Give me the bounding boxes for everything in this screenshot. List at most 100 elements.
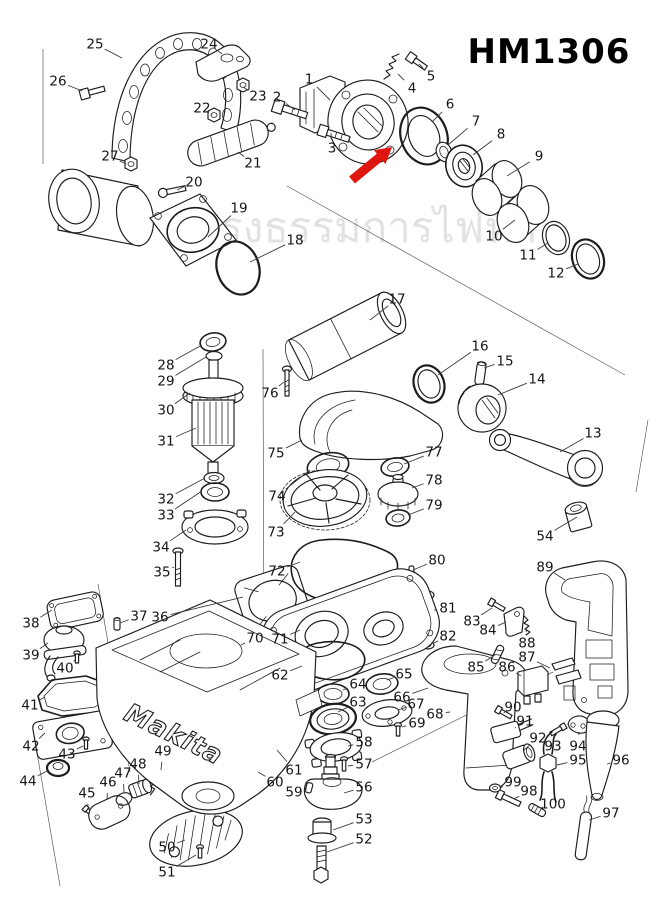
part-label-95: 95 (569, 753, 586, 769)
part-52-bolt (313, 845, 329, 884)
part-66-handle-arm (421, 645, 527, 791)
leader-line-51 (176, 854, 197, 867)
part-label-31: 31 (157, 434, 174, 450)
part-79-bearing (385, 509, 411, 527)
model-title: HM1306 (468, 32, 631, 72)
part-label-47: 47 (114, 766, 131, 782)
part-57-screw (339, 756, 349, 772)
leader-line-59 (304, 788, 308, 790)
part-label-89: 89 (536, 560, 553, 576)
part-53-bushing (307, 817, 337, 844)
part-54-bushing (564, 501, 593, 533)
part-91-connector (490, 718, 534, 744)
part-39-oil-pump (43, 625, 87, 682)
leader-line-40 (73, 659, 76, 662)
part-label-1: 1 (305, 72, 314, 88)
part-12-ring (570, 238, 606, 280)
part-22-nut (207, 107, 221, 123)
leader-line-4 (397, 73, 405, 81)
part-label-27: 27 (101, 149, 118, 165)
part-label-98: 98 (520, 784, 537, 800)
part-90-screw (493, 704, 513, 720)
leader-line-89 (553, 572, 566, 581)
part-label-63: 63 (349, 695, 366, 711)
part-label-6: 6 (446, 97, 455, 113)
part-label-72: 72 (268, 564, 285, 580)
part-9-sleeve (471, 160, 523, 216)
part-label-94: 94 (569, 739, 586, 755)
leader-line-69 (401, 725, 407, 728)
leader-line-90 (503, 711, 506, 714)
part-label-33: 33 (157, 508, 174, 524)
part-64-bearing (316, 683, 350, 705)
part-83-screw (487, 597, 506, 612)
part-75-crank-cover (298, 390, 444, 461)
leader-line-83 (480, 607, 493, 616)
part-6-ring (399, 106, 449, 166)
part-29-ring (205, 350, 223, 362)
leader-line-25 (104, 48, 123, 59)
part-34-bearing-retainer (181, 509, 249, 545)
part-89-rear-handle (545, 560, 629, 717)
leader-line-49 (160, 761, 163, 771)
part-label-12: 12 (547, 266, 564, 282)
part-97-cord (574, 795, 593, 861)
part-label-76: 76 (261, 386, 278, 402)
part-label-32: 32 (157, 492, 174, 508)
part-8-spindle (444, 144, 484, 188)
part-label-87: 87 (518, 650, 535, 666)
part-label-86: 86 (498, 660, 515, 676)
part-19-front-barrel (48, 168, 237, 267)
part-label-64: 64 (349, 677, 366, 693)
leader-line-84 (497, 621, 507, 626)
part-label-92: 92 (529, 731, 546, 747)
leader-line-70 (240, 642, 246, 646)
leader-line-33 (174, 490, 203, 510)
part-59-key (304, 782, 314, 794)
part-label-30: 30 (157, 403, 174, 419)
part-10-sleeve (496, 185, 550, 243)
part-24-bracket (195, 44, 251, 82)
part-label-5: 5 (427, 69, 436, 85)
leader-line-57 (347, 764, 354, 767)
part-label-88: 88 (518, 636, 535, 652)
part-88-spring (523, 615, 531, 636)
part-35-screw (172, 547, 184, 587)
part-40-screw (73, 650, 81, 664)
leader-line-52 (326, 842, 354, 853)
leader-line-34 (169, 529, 187, 542)
part-label-84: 84 (479, 623, 496, 639)
part-label-44: 44 (19, 774, 36, 790)
part-label-21: 21 (244, 156, 261, 172)
leader-line-32 (175, 477, 206, 495)
leader-line-65 (386, 677, 394, 681)
part-label-17: 17 (388, 292, 405, 308)
part-label-97: 97 (602, 806, 619, 822)
part-label-4: 4 (408, 81, 417, 97)
part-label-91: 91 (516, 714, 533, 730)
leader-line-61 (276, 749, 288, 762)
part-label-46: 46 (99, 775, 116, 791)
part-13-connecting-rod (488, 428, 604, 487)
leader-line-21 (237, 151, 245, 157)
leader-line-74 (285, 469, 311, 490)
part-label-49: 49 (154, 744, 171, 760)
part-label-100: 100 (540, 797, 566, 813)
part-label-43: 43 (58, 747, 75, 763)
part-label-39: 39 (22, 648, 39, 664)
part-label-41: 41 (21, 698, 38, 714)
part-label-19: 19 (230, 201, 247, 217)
part-label-75: 75 (267, 446, 284, 462)
leader-line-23 (242, 86, 249, 91)
leader-line-91 (514, 726, 517, 729)
part-label-85: 85 (467, 660, 484, 676)
part-58-retainer-plate (304, 729, 363, 768)
part-16-ring (412, 364, 446, 404)
leader-line-50 (177, 839, 186, 844)
leader-line-79 (407, 508, 424, 516)
part-84-lever (503, 606, 525, 637)
part-14-piston (457, 383, 507, 433)
part-label-9: 9 (535, 149, 544, 165)
leader-line-92 (523, 744, 530, 751)
